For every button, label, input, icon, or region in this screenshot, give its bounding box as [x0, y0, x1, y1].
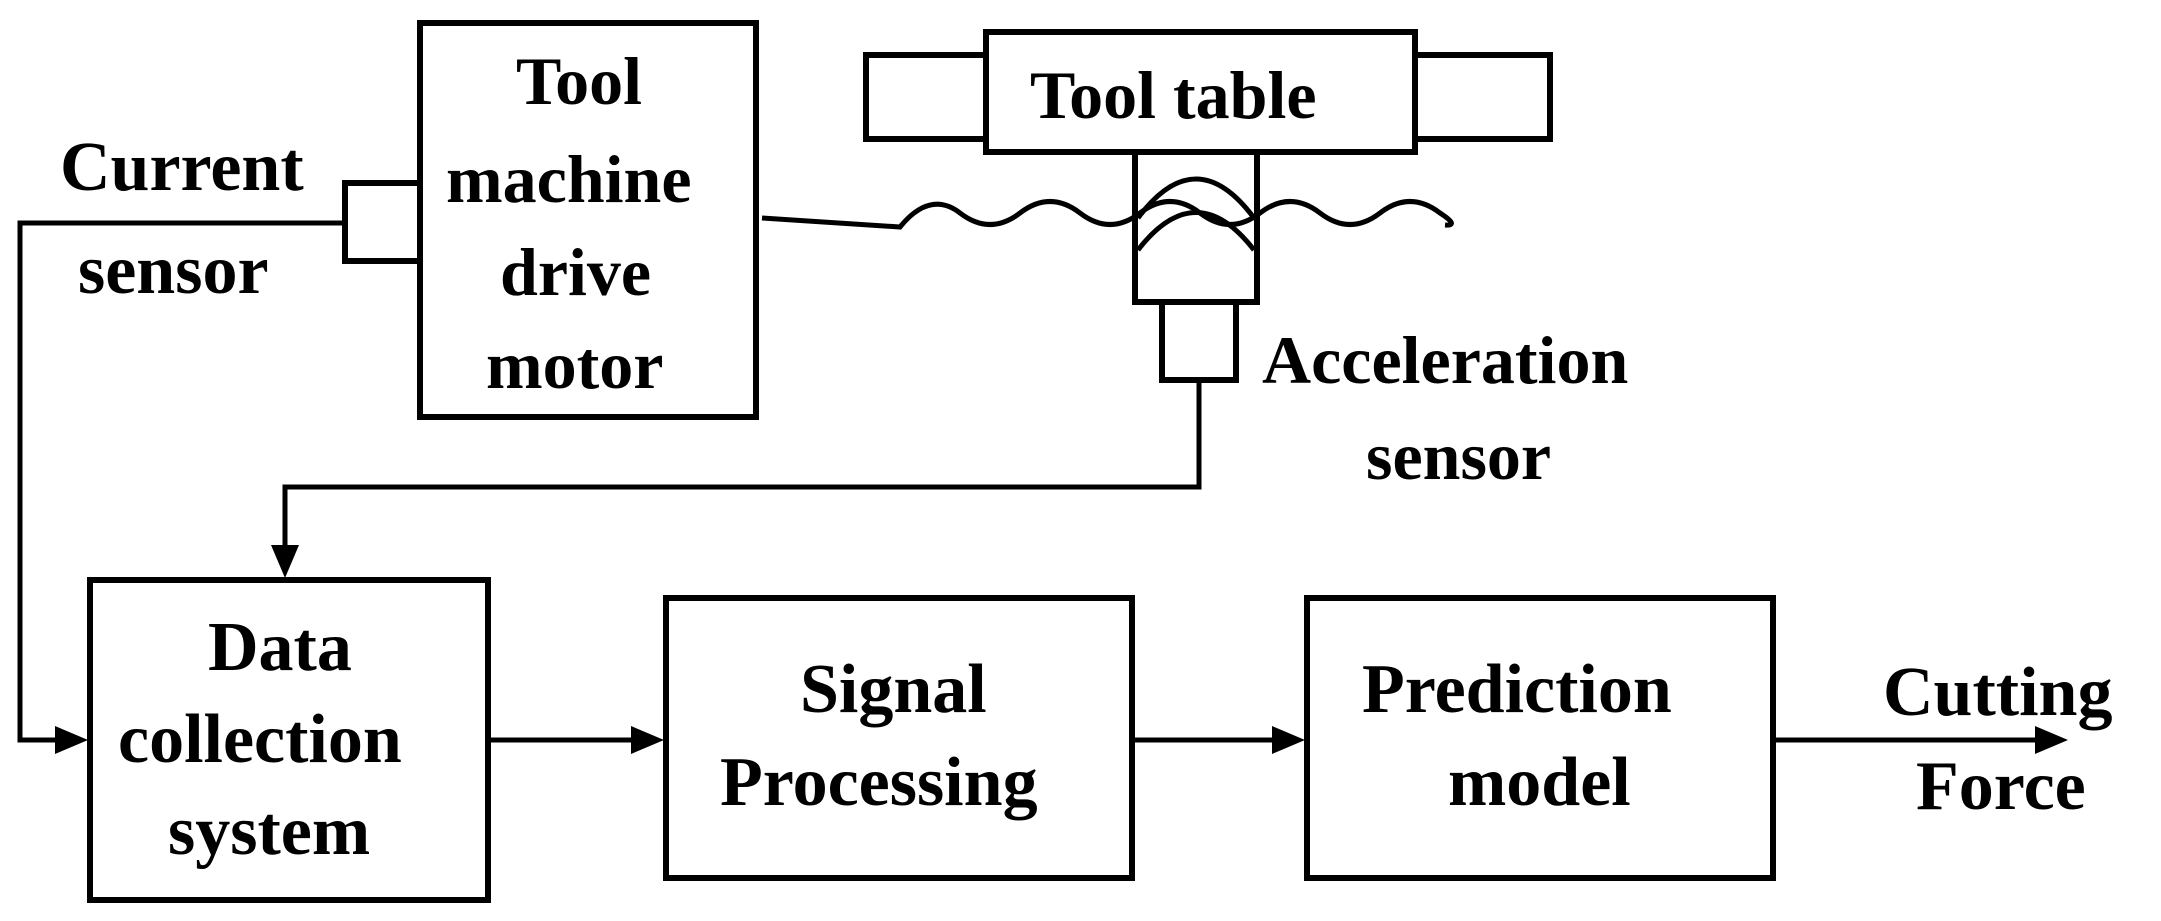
- tool-table-label: Tool table: [1030, 57, 1317, 133]
- acceleration-sensor-box: [1159, 299, 1239, 383]
- spindle-arc-upper: [1135, 176, 1257, 220]
- acceleration-signal-arrowhead: [271, 545, 299, 578]
- data-to-signal-arrowhead: [631, 726, 664, 754]
- lead-screw: [761, 199, 1454, 230]
- tool-table-right-wing: [1412, 52, 1553, 142]
- tool-table-left-wing: [863, 52, 989, 142]
- prediction-model-box: [1304, 595, 1776, 881]
- acceleration-sensor-label-line1: Acceleration: [1262, 322, 1629, 398]
- drive-motor-label-line4: motor: [486, 327, 664, 403]
- data-collection-label-line1: Data: [208, 609, 352, 686]
- current-signal-line: [17, 220, 345, 743]
- prediction-model-label-line2: model: [1448, 744, 1631, 821]
- signal-processing-label-line1: Signal: [800, 651, 987, 728]
- tool-table-box: [983, 29, 1418, 155]
- output-label-line1: Cutting: [1883, 654, 2113, 731]
- data-collection-label-line2: collection: [118, 701, 402, 778]
- acceleration-signal-line: [282, 380, 1202, 545]
- current-sensor-label-line1: Current: [60, 129, 304, 206]
- spindle-column: [1132, 149, 1260, 305]
- prediction-model-label-line1: Prediction: [1362, 651, 1672, 728]
- drive-motor-label-line2: machine: [446, 141, 692, 217]
- drive-motor-box: [417, 20, 759, 420]
- signal-to-prediction-arrowhead: [1272, 726, 1305, 754]
- current-sensor-label-line2: sensor: [78, 232, 269, 309]
- data-collection-label-line3: system: [168, 793, 371, 870]
- drive-motor-label-line3: drive: [500, 234, 652, 310]
- data-collection-box: [87, 577, 491, 903]
- drive-motor-label-line1: Tool: [516, 43, 643, 119]
- current-signal-arrowhead: [55, 726, 88, 754]
- acceleration-sensor-label-line2: sensor: [1366, 418, 1552, 494]
- signal-processing-label-line2: Processing: [720, 744, 1038, 821]
- current-sensor-box: [342, 180, 423, 264]
- signal-processing-box: [663, 595, 1135, 881]
- prediction-to-output-arrowhead: [2035, 726, 2068, 754]
- output-label-line2: Force: [1916, 748, 2086, 825]
